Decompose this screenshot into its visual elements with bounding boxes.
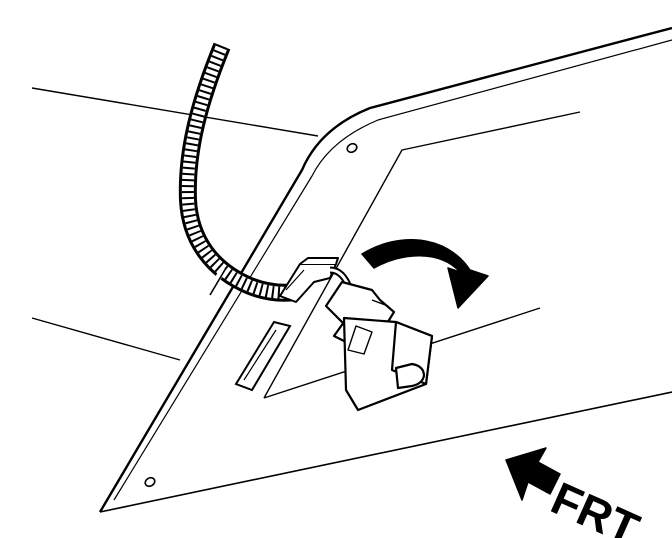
conduit-connector <box>279 257 339 303</box>
background-panel-lines <box>31 87 319 361</box>
panel-inner-edge <box>113 39 672 501</box>
panel-outer-edge <box>98 26 672 513</box>
front-label: FRT <box>544 472 647 538</box>
mounting-slot <box>234 320 292 392</box>
roof-panel <box>98 26 672 513</box>
mounting-hole-bottom <box>144 476 156 488</box>
mounting-holes <box>144 142 358 488</box>
upper-edge-line <box>31 87 319 137</box>
switch-plunger <box>394 362 426 390</box>
panel-opening <box>263 111 581 399</box>
panel-bottom-edge <box>99 391 672 513</box>
front-orientation-indicator: FRT <box>505 447 647 538</box>
mounting-hole-top <box>346 142 358 154</box>
harness-conduit <box>178 42 298 302</box>
lower-edge-line <box>31 317 181 361</box>
curved-rotate-arrow-icon <box>361 238 489 309</box>
switch-connector <box>324 280 434 412</box>
panel-edge-overlap <box>203 266 227 300</box>
front-direction-arrow-icon <box>505 447 561 501</box>
